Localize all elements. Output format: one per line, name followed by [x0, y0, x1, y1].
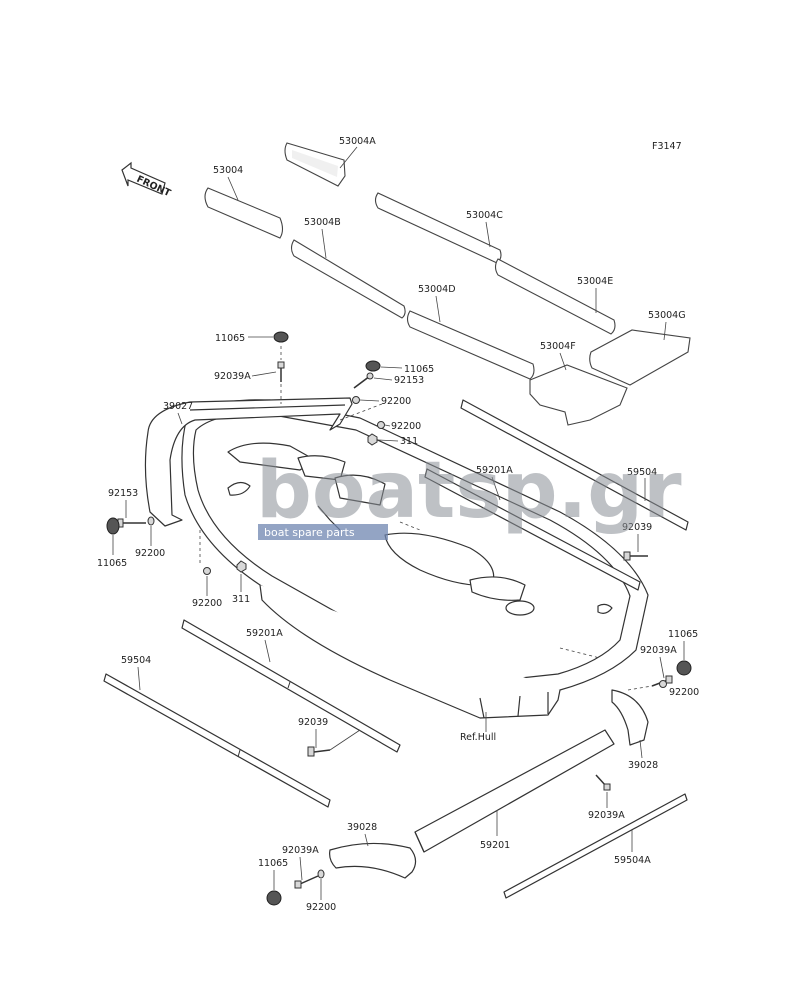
- washer-92200-rightlow[interactable]: [659, 680, 667, 688]
- mat-53004G[interactable]: [589, 329, 691, 386]
- washer-92200-mid1[interactable]: [352, 396, 360, 404]
- cap-11065-top[interactable]: [273, 331, 289, 343]
- washer-92200-bl[interactable]: [317, 869, 325, 879]
- label-53004A: 53004A: [339, 136, 376, 147]
- part-39028-bottom[interactable]: [329, 842, 417, 879]
- label-92200-left: 92200: [135, 548, 165, 559]
- label-53004G: 53004G: [648, 310, 686, 321]
- mat-53004[interactable]: [204, 187, 284, 239]
- label-92039A-top: 92039A: [214, 371, 251, 382]
- label-11065-rightlow: 11065: [668, 629, 698, 640]
- mat-53004A[interactable]: [284, 142, 346, 187]
- mat-53004D[interactable]: [406, 310, 535, 380]
- part-39027[interactable]: [144, 397, 353, 527]
- cap-11065-mid[interactable]: [365, 360, 381, 372]
- cap-11065-rightlow[interactable]: [676, 660, 692, 676]
- screw-92153-mid[interactable]: [353, 372, 374, 389]
- screw-92153-left[interactable]: [117, 518, 146, 528]
- mat-53004C[interactable]: [374, 192, 502, 264]
- label-59201A-left: 59201A: [246, 628, 283, 639]
- label-92153-left: 92153: [108, 488, 138, 499]
- label-92039-right: 92039: [622, 522, 652, 533]
- label-ref-hull: Ref.Hull: [460, 732, 496, 743]
- label-59504-right: 59504: [627, 467, 657, 478]
- mat-53004B[interactable]: [290, 239, 406, 319]
- screw-92039A-bl[interactable]: [294, 875, 319, 889]
- front-arrow-icon: FRONT: [121, 161, 173, 199]
- hull: [181, 399, 649, 719]
- label-92200-low: 92200: [192, 598, 222, 609]
- washer-92200-left[interactable]: [147, 516, 155, 526]
- label-311-mid: 311: [400, 436, 418, 447]
- label-39027: 39027: [163, 401, 193, 412]
- label-92039A-rightlow: 92039A: [640, 645, 677, 656]
- label-53004B: 53004B: [304, 217, 341, 228]
- screw-92039-right[interactable]: [623, 551, 648, 561]
- label-11065-mid: 11065: [404, 364, 434, 375]
- label-53004E: 53004E: [577, 276, 613, 287]
- watermark: boatsp.gr boat spare parts: [256, 446, 682, 540]
- label-59201: 59201: [480, 840, 510, 851]
- nut-311-mid[interactable]: [367, 433, 378, 446]
- label-53004D: 53004D: [418, 284, 456, 295]
- part-59504-right[interactable]: [460, 399, 689, 531]
- watermark-subtext: boat spare parts: [264, 526, 355, 539]
- washer-92200-mid2[interactable]: [377, 421, 385, 429]
- label-11065-left: 11065: [97, 558, 127, 569]
- label-11065-top: 11065: [215, 333, 245, 344]
- label-311-low: 311: [232, 594, 250, 605]
- label-59504A: 59504A: [614, 855, 651, 866]
- cap-11065-bl[interactable]: [266, 890, 282, 906]
- figure-code: F3147: [652, 141, 682, 152]
- label-92039A-bottom: 92039A: [588, 810, 625, 821]
- label-92039A-bl: 92039A: [282, 845, 319, 856]
- label-39028-bottom: 39028: [347, 822, 377, 833]
- part-59201A-left[interactable]: [181, 619, 401, 753]
- label-11065-bl: 11065: [258, 858, 288, 869]
- watermark-text: boatsp.gr: [256, 446, 682, 536]
- cap-11065-left[interactable]: [106, 517, 120, 535]
- part-39028-right[interactable]: [611, 689, 649, 746]
- part-59504A[interactable]: [503, 793, 688, 899]
- label-39028-right: 39028: [628, 760, 658, 771]
- mat-53004E[interactable]: [494, 258, 616, 335]
- part-59504-left[interactable]: [103, 673, 331, 808]
- label-53004C: 53004C: [466, 210, 503, 221]
- label-92200-rightlow: 92200: [669, 687, 699, 698]
- washer-92200-low[interactable]: [203, 567, 211, 575]
- label-92153-mid: 92153: [394, 375, 424, 386]
- nut-311-low[interactable]: [236, 560, 247, 573]
- label-92200-bl: 92200: [306, 902, 336, 913]
- label-92200-mid2: 92200: [391, 421, 421, 432]
- screw-92039A-bottom[interactable]: [595, 774, 611, 791]
- label-53004: 53004: [213, 165, 243, 176]
- screw-92039-left[interactable]: [307, 746, 331, 757]
- mat-53004F[interactable]: [529, 364, 628, 426]
- label-59201A-right: 59201A: [476, 465, 513, 476]
- part-59201A-right[interactable]: [424, 468, 641, 591]
- label-53004F: 53004F: [540, 341, 576, 352]
- label-59504-left: 59504: [121, 655, 151, 666]
- screw-92039A-top[interactable]: [277, 361, 285, 382]
- label-92039-left: 92039: [298, 717, 328, 728]
- label-92200-mid1: 92200: [381, 396, 411, 407]
- part-59201[interactable]: [414, 729, 615, 853]
